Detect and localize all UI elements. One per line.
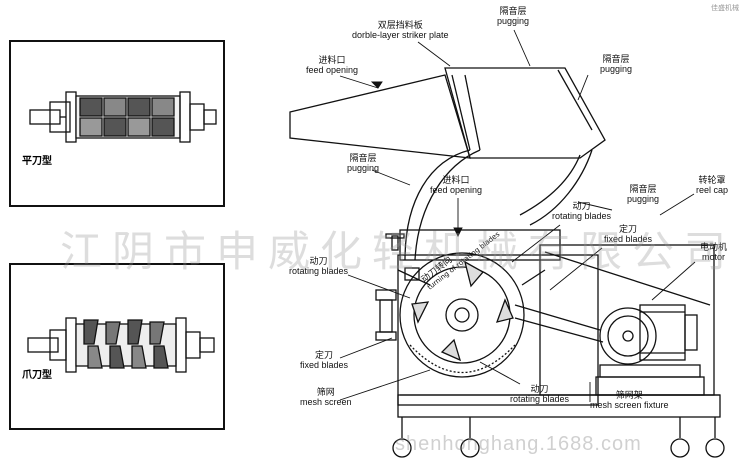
claw-blade-rotor	[27, 317, 215, 373]
label-fixed-blades-2: 定刀 fixed blades	[300, 351, 349, 371]
flat-blade-rotor	[29, 91, 217, 143]
label-pugging-top: 隔音层 pugging	[497, 7, 530, 27]
label-feed-opening-2: 进料口 feed opening	[430, 176, 483, 196]
crusher-body	[397, 229, 721, 418]
label-feed-opening-1: 进料口 feed opening	[306, 56, 359, 76]
label-mesh-fixture: 筛网架 mesh screen fixture	[590, 391, 669, 411]
label-reel-cap: 转轮罩 reel cap	[696, 176, 729, 196]
flat-blade-inset	[9, 40, 225, 207]
label-pugging-left: 隔音层 pugging	[347, 154, 380, 174]
leader-lines	[339, 29, 696, 402]
crusher-casing	[404, 149, 593, 261]
label-pugging-right: 隔音层 pugging	[600, 55, 633, 75]
label-rotating-blades-1: 动刀 rotating blades	[552, 202, 612, 222]
label-fixed-blades-1: 定刀 fixed blades	[604, 225, 653, 245]
claw-blade-title: 爪刀型	[22, 370, 52, 381]
url-watermark: shenhonghang.1688.com	[395, 433, 642, 455]
label-rotating-blades-2: 动刀 rotating blades	[289, 257, 349, 277]
brand-mark: 佳盛机械	[711, 4, 739, 12]
motor-drive	[514, 304, 705, 396]
label-motor: 电动机 motor	[700, 243, 728, 263]
rotor-assembly	[397, 252, 546, 378]
mesh-screen	[409, 344, 516, 374]
feed-hopper	[289, 67, 606, 159]
label-rotating-blades-3: 动刀 rotating blades	[510, 385, 570, 405]
claw-blade-inset	[9, 263, 225, 430]
company-watermark: 江阴市申威化轻机械有限公司	[60, 227, 737, 276]
flat-blade-title: 平刀型	[22, 156, 52, 167]
label-pugging-mid: 隔音层 pugging	[627, 185, 660, 205]
label-mesh-screen: 筛网 mesh screen	[300, 388, 352, 408]
frame-legs	[392, 417, 725, 458]
fixed-blade-clamp	[375, 233, 420, 341]
label-double-plate: 双层挡料板 dorble-layer striker plate	[352, 21, 449, 41]
